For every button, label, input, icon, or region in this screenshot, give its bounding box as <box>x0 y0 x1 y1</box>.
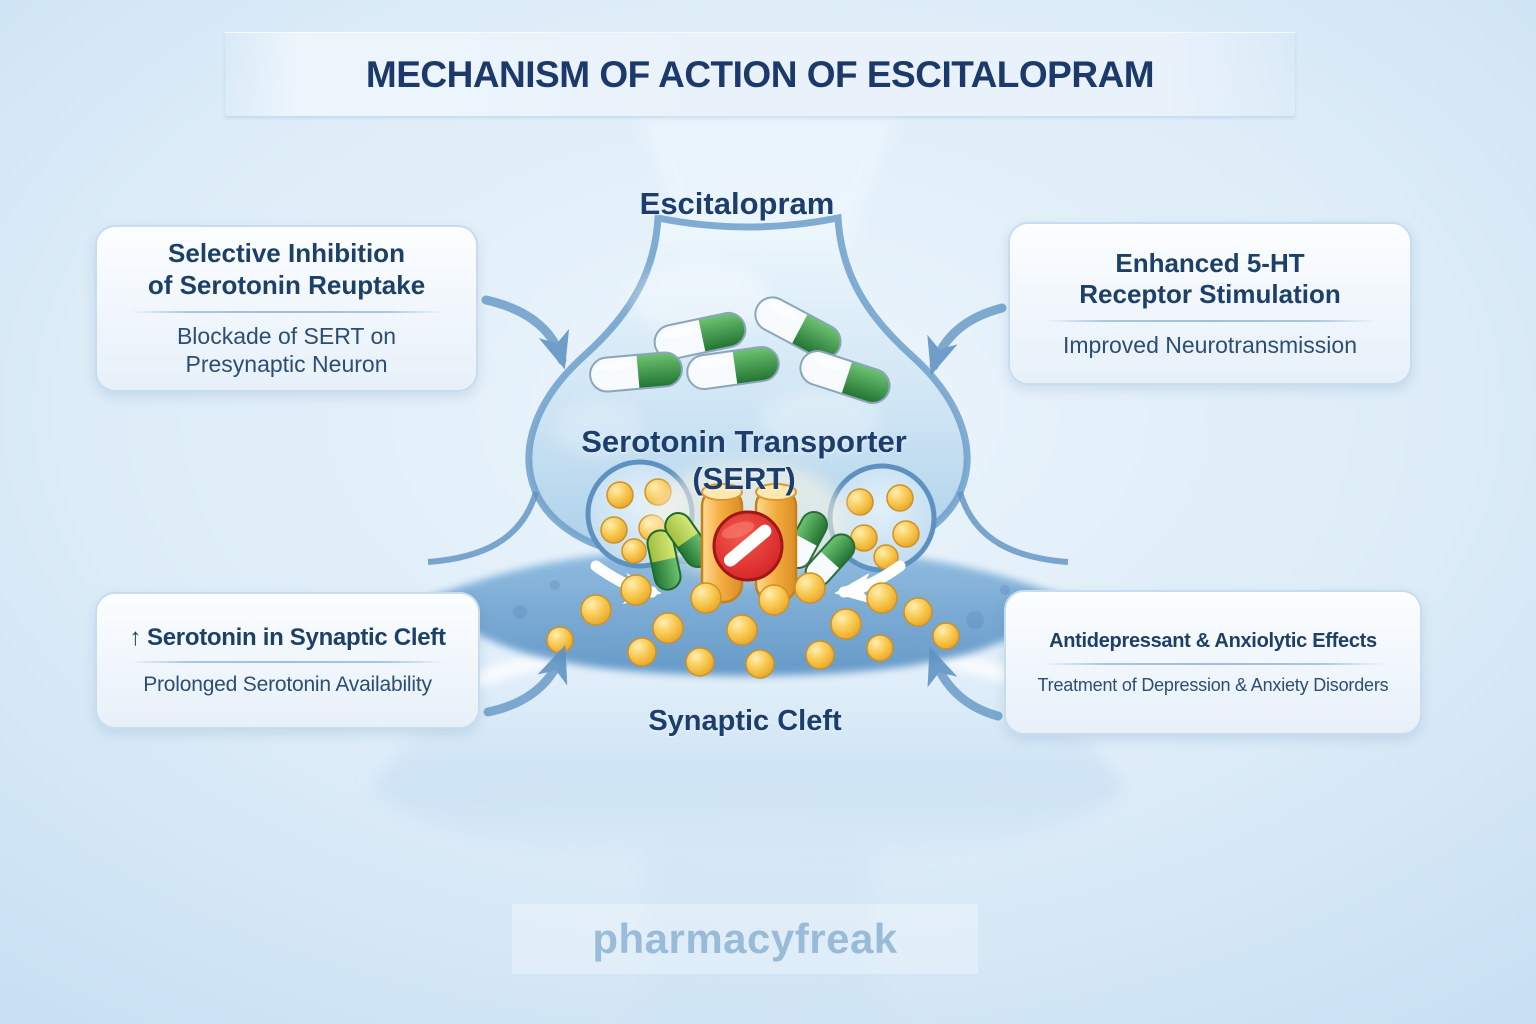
text-line: Treatment of Depression & Anxiety Disord… <box>1037 674 1389 695</box>
serotonin-dot <box>627 637 657 667</box>
text-line: Presynaptic Neuron <box>185 351 388 378</box>
transporter-label: Serotonin Transporter (SERT) <box>544 424 944 497</box>
capsule-icon <box>587 350 685 394</box>
page-title: MECHANISM OF ACTION OF ESCITALOPRAM <box>365 53 1155 95</box>
serotonin-dot <box>580 594 612 626</box>
divider <box>1044 319 1376 322</box>
box-subtitle: Treatment of Depression & Anxiety Disord… <box>1038 674 1389 696</box>
vesicle-pocket-right <box>827 463 937 573</box>
serotonin-dot <box>892 520 920 548</box>
box-title: ↑Serotonin in Synaptic Cleft <box>129 623 446 652</box>
box-subtitle: Blockade of SERT on Presynaptic Neuron <box>177 322 396 379</box>
text-line: Blockade of SERT on <box>176 322 397 349</box>
text-line: of Serotonin Reuptake <box>147 269 426 300</box>
divider <box>1041 662 1385 665</box>
text-line: Improved Neurotransmission <box>1062 331 1357 358</box>
increase-arrow-icon: ↑ <box>129 623 142 651</box>
serotonin-dot <box>830 608 862 640</box>
box-title: Antidepressant & Anxiolytic Effects <box>1049 629 1377 653</box>
serotonin-dot <box>758 584 790 616</box>
connector-arrow-bottom-right <box>927 646 1003 721</box>
connector-arrow-top-right <box>927 303 1007 376</box>
inward-arrow-right <box>834 560 906 605</box>
connector-arrow-bottom-left <box>483 644 568 717</box>
text-line: Prolonged Serotonin Availability <box>143 673 432 697</box>
serotonin-dot <box>652 612 684 644</box>
serotonin-dot <box>600 516 628 544</box>
serotonin-dot <box>690 582 722 614</box>
box-title: Enhanced 5-HT Receptor Stimulation <box>1079 248 1340 311</box>
divider <box>130 661 445 664</box>
serotonin-dot <box>866 582 898 614</box>
divider <box>130 310 443 313</box>
cleft-serotonin-dots <box>546 572 960 679</box>
watermark-band: pharmacyfreak <box>512 904 978 974</box>
drug-label: Escitalopram <box>639 186 835 221</box>
text-line: Serotonin Transporter <box>581 424 907 459</box>
serotonin-dot <box>866 634 894 662</box>
serotonin-dot <box>606 481 634 509</box>
box-subtitle: Prolonged Serotonin Availability <box>143 672 432 698</box>
serotonin-dot <box>621 538 647 564</box>
serotonin-dot <box>546 626 574 654</box>
serotonin-dot <box>846 488 874 516</box>
info-box-enhanced-receptor: Enhanced 5-HT Receptor Stimulation Impro… <box>1008 222 1412 385</box>
info-box-serotonin-increase: ↑Serotonin in Synaptic Cleft Prolonged S… <box>95 592 480 729</box>
title-banner: MECHANISM OF ACTION OF ESCITALOPRAM <box>225 33 1295 116</box>
serotonin-dot <box>745 649 775 679</box>
synaptic-cleft-label: Synaptic Cleft <box>648 705 842 737</box>
text-line: Serotonin in Synaptic Cleft <box>147 623 446 651</box>
serotonin-dot <box>726 614 758 646</box>
info-box-selective-inhibition: Selective Inhibition of Serotonin Reupta… <box>95 225 478 392</box>
text-line: (SERT) <box>692 460 796 496</box>
serotonin-dot <box>805 640 835 670</box>
serotonin-dot <box>932 622 960 650</box>
text-line: Antidepressant & Anxiolytic Effects <box>1049 630 1377 653</box>
serotonin-dot <box>685 647 715 677</box>
text-line: Selective Inhibition <box>168 238 405 269</box>
sert-transporter <box>644 462 861 604</box>
synaptic-cleft-band <box>428 549 1068 676</box>
serotonin-dot <box>794 572 826 604</box>
box-title: Selective Inhibition of Serotonin Reupta… <box>148 238 425 301</box>
info-box-therapeutic-effects: Antidepressant & Anxiolytic Effects Trea… <box>1004 590 1422 735</box>
watermark-text: pharmacyfreak <box>592 915 898 962</box>
box-subtitle: Improved Neurotransmission <box>1063 331 1357 360</box>
blocked-icon <box>712 510 784 582</box>
text-line: Receptor Stimulation <box>1079 279 1341 310</box>
serotonin-dot <box>886 484 914 512</box>
serotonin-dot <box>903 597 933 627</box>
connector-arrows <box>481 295 1007 721</box>
serotonin-dot <box>620 574 652 606</box>
connector-arrow-top-left <box>481 295 570 370</box>
text-line: Enhanced 5-HT <box>1115 247 1305 278</box>
